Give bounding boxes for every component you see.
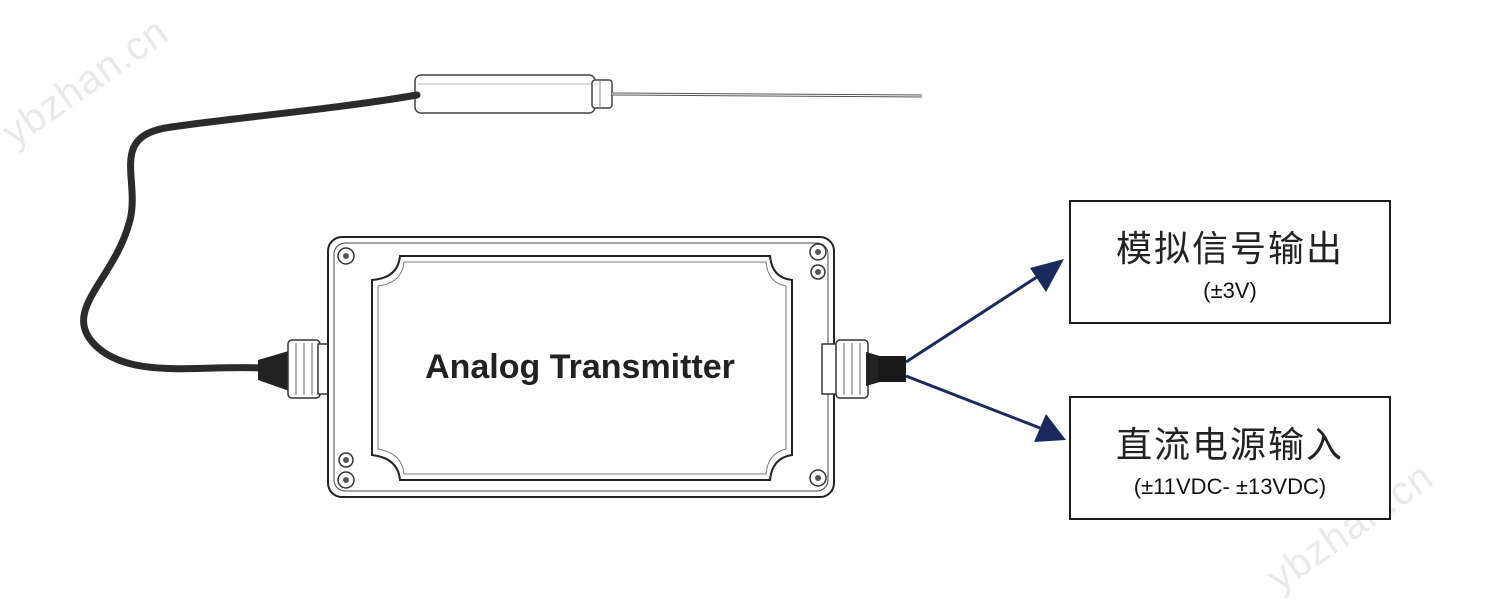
transmitter-enclosure bbox=[327, 236, 835, 498]
dc-input-range: (±11VDC- ±13VDC) bbox=[1133, 474, 1327, 499]
dc-input-title: 直流电源输入 bbox=[1115, 425, 1344, 466]
output-cable-stub bbox=[878, 356, 906, 382]
screw-icon bbox=[809, 469, 827, 487]
probe-sensor bbox=[414, 74, 923, 114]
sensor-cable bbox=[80, 91, 421, 373]
dc-input-box: 直流电源输入 (±11VDC- ±13VDC) bbox=[1069, 396, 1391, 520]
right-cable-gland bbox=[821, 339, 906, 399]
analog-output-box: 模拟信号输出 (±3V) bbox=[1069, 200, 1391, 324]
probe-collar bbox=[591, 79, 613, 109]
screw-icon bbox=[809, 243, 827, 261]
arrow-to-analog-output bbox=[905, 259, 1064, 364]
screw-icon bbox=[338, 452, 354, 468]
screw-icon bbox=[810, 264, 826, 280]
screw-icon bbox=[337, 471, 355, 489]
analog-output-range: (±3V) bbox=[1203, 278, 1257, 303]
enclosure-lid bbox=[371, 255, 793, 481]
device-label: Analog Transmitter bbox=[425, 348, 735, 386]
probe-body bbox=[414, 74, 596, 114]
arrow-to-dc-input bbox=[905, 374, 1066, 442]
screw-icon bbox=[337, 247, 355, 265]
analog-output-title: 模拟信号输出 bbox=[1115, 229, 1344, 270]
